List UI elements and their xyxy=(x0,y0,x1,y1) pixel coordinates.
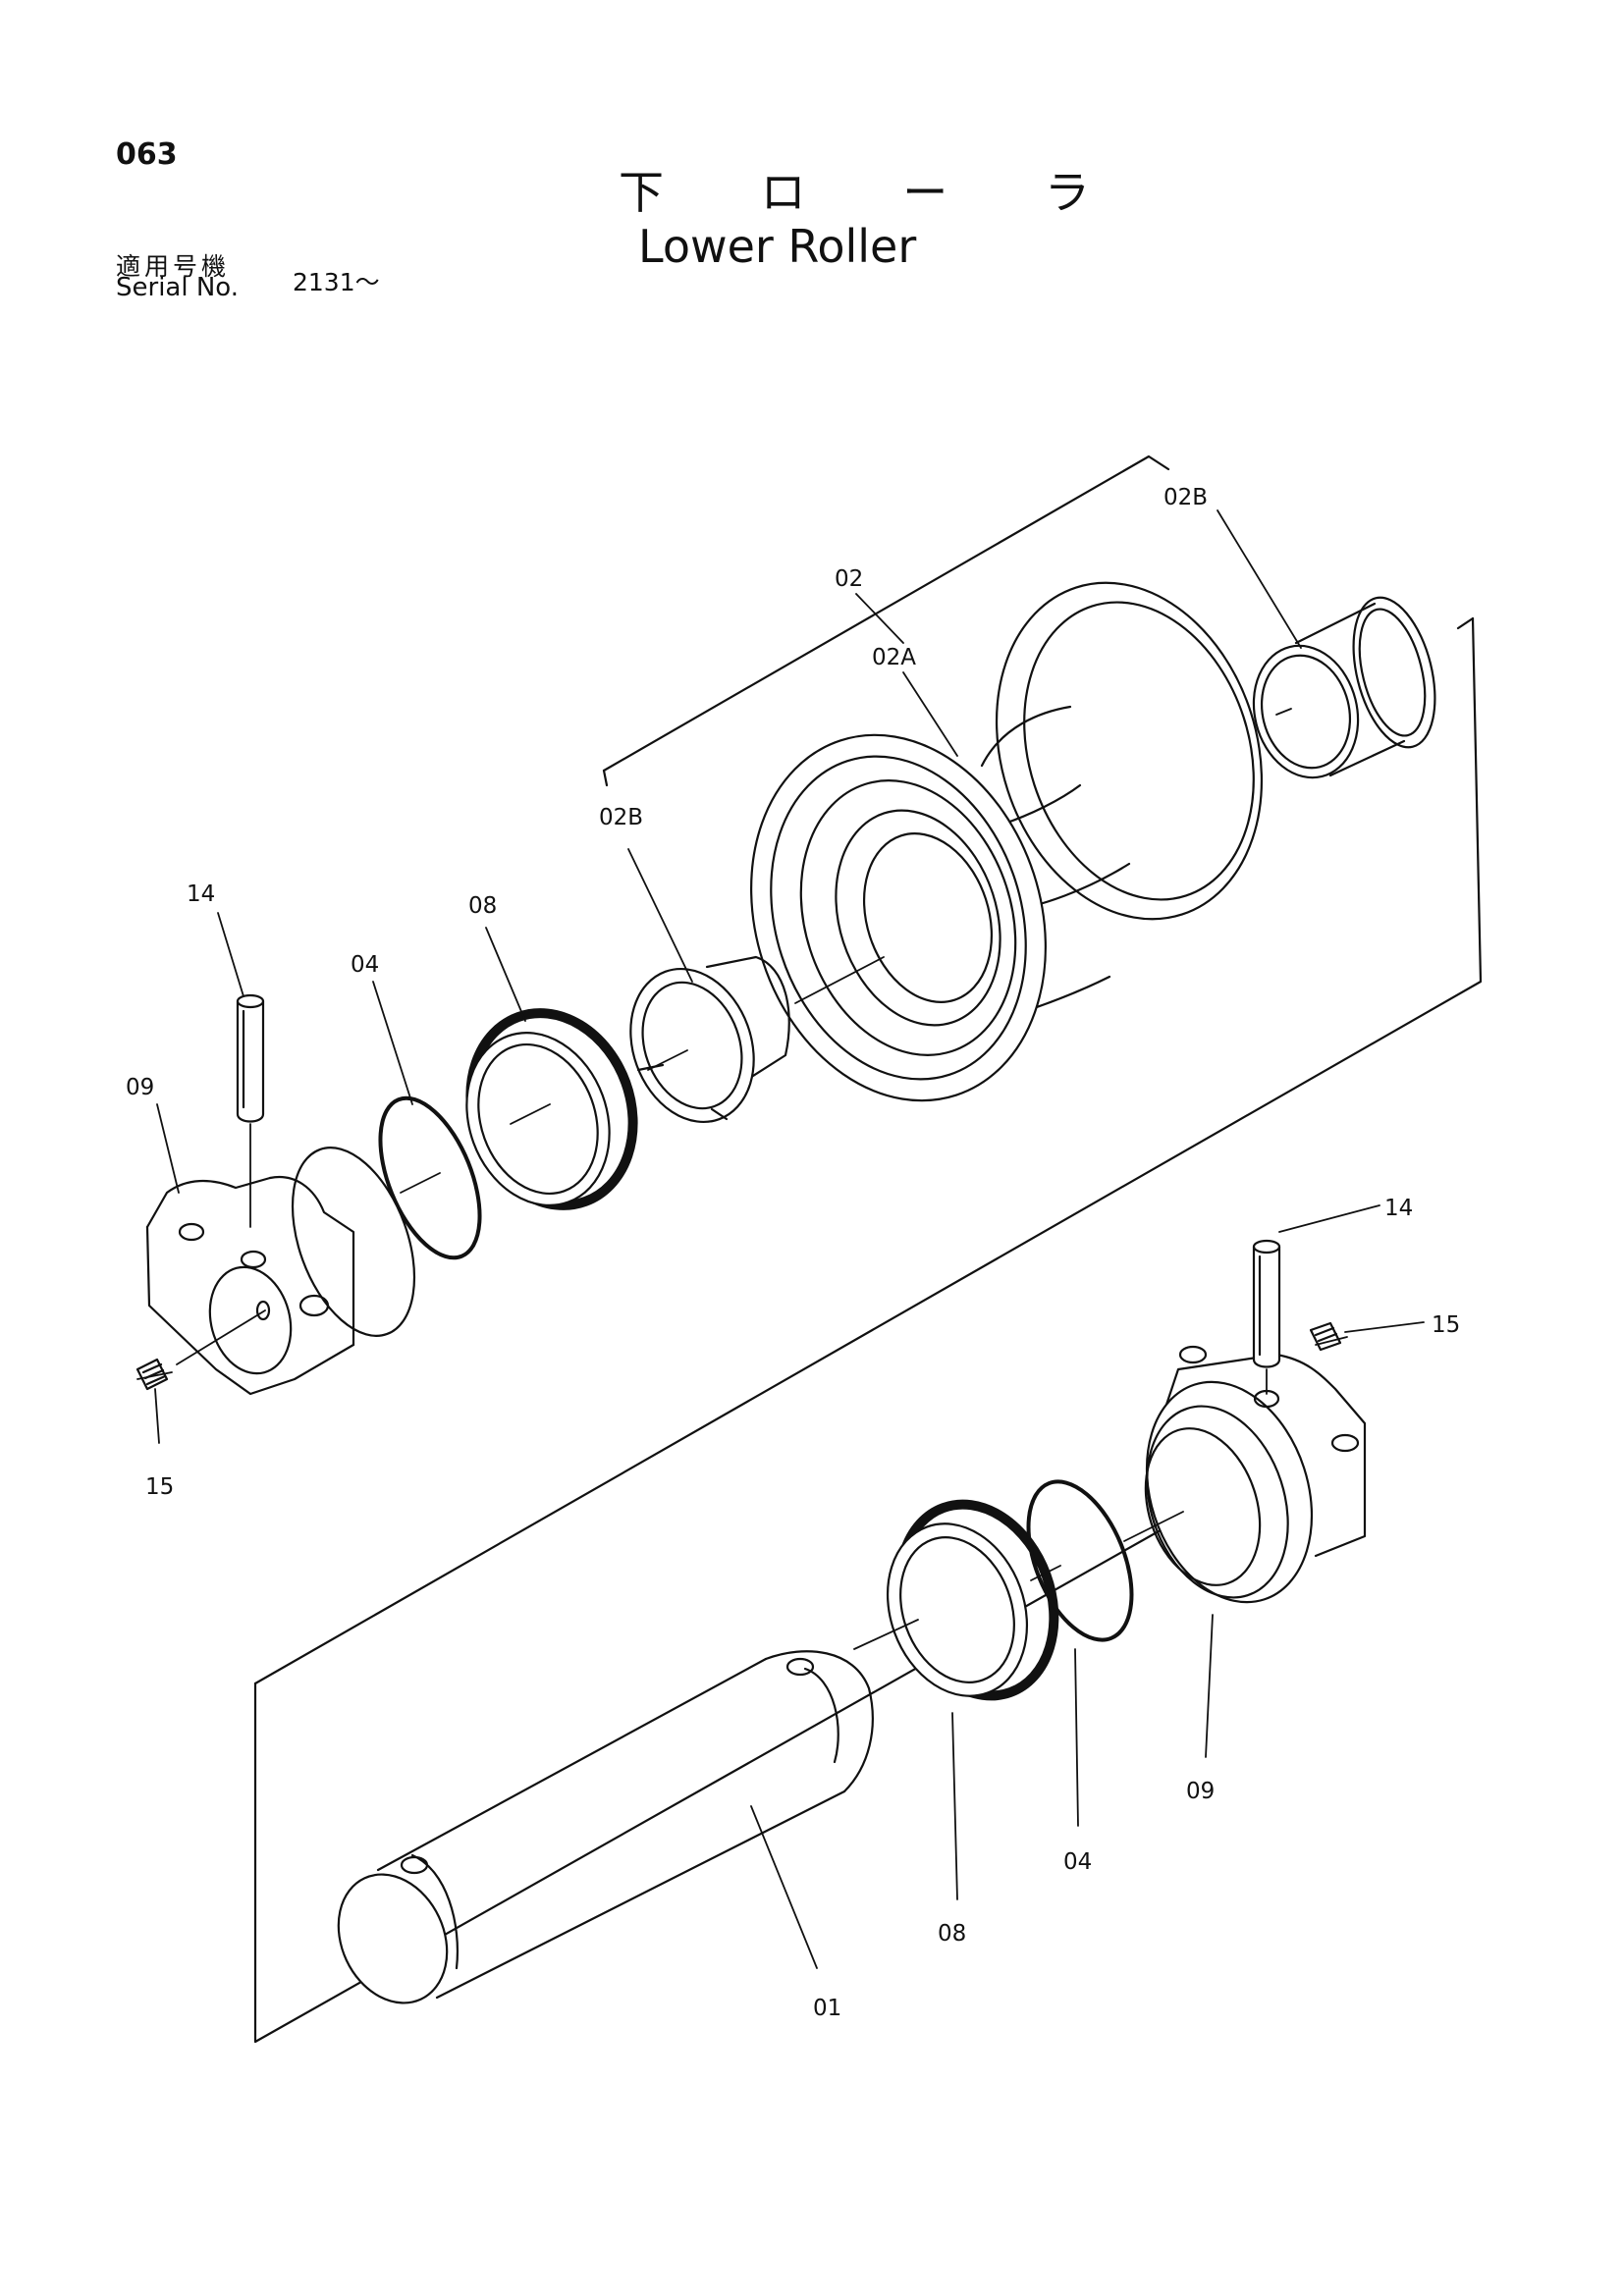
bracket-roller-assembly xyxy=(602,454,1170,773)
pin-14-left xyxy=(236,993,265,1123)
callout-02A: 02A xyxy=(872,645,916,670)
page-title: Lower Roller xyxy=(638,220,917,273)
callout-02B-top: 02B xyxy=(1163,485,1208,510)
callout-09-right: 09 xyxy=(1186,1779,1215,1804)
shaft-01 xyxy=(337,1650,874,2004)
pin-14-right xyxy=(1252,1239,1281,1368)
set-screw-15-right xyxy=(1309,1321,1342,1352)
bushing-02B-left xyxy=(629,955,790,1124)
collar-09-left xyxy=(145,1147,416,1396)
callout-14-right: 14 xyxy=(1384,1196,1413,1221)
page-number: 063 xyxy=(116,137,178,172)
roller-body-02A xyxy=(750,581,1264,1102)
collar-09-right xyxy=(1144,1345,1367,1604)
callout-labels: 02 02A 02B 02B 14 08 04 09 15 14 15 09 0… xyxy=(126,485,1460,2021)
callout-09-left: 09 xyxy=(126,1075,154,1100)
callout-15-left: 15 xyxy=(145,1474,174,1500)
bushing-02B-right xyxy=(1252,596,1436,779)
page-title-japanese: 下 ロ ー ラ xyxy=(619,166,1131,219)
callout-04-right: 04 xyxy=(1063,1849,1092,1875)
serial-label-japanese: 適用号機 xyxy=(116,252,231,281)
assembly-axis-lines xyxy=(136,708,1348,1650)
bracket-main-assembly-top xyxy=(1456,616,1475,630)
leader-lines xyxy=(154,509,1425,1969)
serial-value: 2131～ xyxy=(293,268,380,296)
callout-15-right: 15 xyxy=(1432,1312,1460,1338)
o-ring-04-right xyxy=(1026,1479,1134,1642)
callout-02: 02 xyxy=(835,566,863,592)
callout-14-left: 14 xyxy=(187,881,215,907)
callout-01: 01 xyxy=(813,1996,841,2021)
callout-08-right: 08 xyxy=(938,1921,966,1947)
o-ring-04-left xyxy=(378,1095,482,1260)
bracket-roller-assembly-left xyxy=(602,769,609,787)
bracket-main-assembly xyxy=(253,616,1483,1685)
bracket-main-assembly-lower xyxy=(253,1529,1161,2044)
floating-seal-08-left xyxy=(465,1008,638,1210)
callout-08-left: 08 xyxy=(468,893,497,919)
floating-seal-08-right xyxy=(886,1499,1059,1701)
serial-label: Serial No. xyxy=(116,273,239,302)
callout-04-left: 04 xyxy=(351,952,379,978)
callout-02B-left: 02B xyxy=(599,805,643,830)
